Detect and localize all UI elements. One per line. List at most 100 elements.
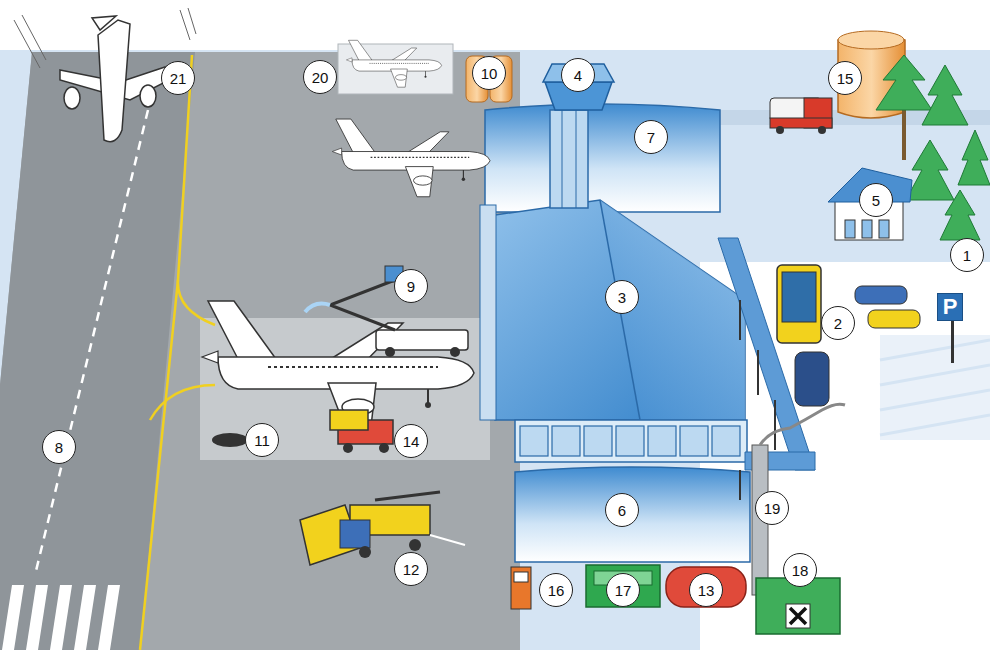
- control-tower-part: [550, 110, 588, 208]
- landing-plane-part: [140, 85, 156, 107]
- ground-vehicles-part: [359, 546, 371, 558]
- ground-vehicles-part: [343, 443, 353, 453]
- ground-vehicles-part: [409, 539, 421, 551]
- ground-part: [880, 335, 990, 440]
- landing-plane-part-part: [188, 8, 196, 34]
- walkway-part-part: [739, 470, 741, 500]
- callout-number: 9: [394, 269, 428, 303]
- terminal-buildings-part-part: [712, 426, 740, 456]
- chimney-and-utilities-part: [786, 604, 810, 628]
- trees-part: [940, 190, 980, 240]
- landing-plane-part: [14, 8, 196, 68]
- tarmac-part: [35, 110, 148, 575]
- bus-and-cars-part: [782, 272, 816, 322]
- aircraft-part-part: [346, 40, 441, 87]
- ground-vehicles: [212, 266, 468, 565]
- small-house: [828, 168, 912, 240]
- tarmac-part-part: [150, 385, 215, 420]
- callout-number: 13: [689, 573, 723, 607]
- walkway-part-part: [774, 400, 776, 450]
- callout-number: 3: [605, 280, 639, 314]
- callout-number: 7: [634, 120, 668, 154]
- ground-vehicles-part: [450, 347, 460, 357]
- ground-part-part: [880, 415, 990, 435]
- bus-and-cars-part: [951, 318, 954, 363]
- ground-vehicles-part: [430, 535, 465, 545]
- bus-and-cars-part: [795, 352, 829, 406]
- ground-part-part: [880, 340, 990, 360]
- terminal-buildings-part-part: [680, 426, 708, 456]
- ground-part: [880, 340, 990, 435]
- chimney-and-utilities-part: [514, 572, 528, 582]
- terminal-buildings-part: [485, 104, 720, 212]
- fuel-truck: [770, 98, 832, 134]
- landing-plane-part-part: [14, 20, 40, 68]
- fuel-tanks: [466, 31, 905, 118]
- tarmac-part-part: [140, 280, 178, 650]
- callout-number: 20: [303, 60, 337, 94]
- fuel-tanks-part: [838, 31, 904, 49]
- tarmac-part: [2, 585, 120, 650]
- bus-and-cars-part: [777, 265, 821, 343]
- aircraft-part: [202, 301, 474, 435]
- landing-plane-part: [64, 87, 80, 109]
- tarmac-part-part: [26, 585, 48, 650]
- callout-number: 10: [472, 56, 506, 90]
- terminal-buildings-part-part: [648, 426, 676, 456]
- aircraft: [14, 8, 490, 435]
- ground-vehicles-part: [330, 280, 395, 330]
- terminal-buildings-part-part: [552, 426, 580, 456]
- trees-part: [876, 55, 932, 110]
- callout-number: 8: [42, 430, 76, 464]
- landing-plane: [14, 8, 196, 142]
- ground-vehicles-part: [305, 304, 330, 312]
- chimney-and-utilities-part: [511, 567, 531, 609]
- callout-number: 6: [605, 493, 639, 527]
- ground-vehicles-part: [330, 410, 368, 430]
- callout-number: 18: [783, 553, 817, 587]
- callout-number: 19: [755, 491, 789, 525]
- ground-vehicles-part: [385, 347, 395, 357]
- tarmac-part: [0, 52, 520, 650]
- bus-and-cars: [777, 265, 954, 406]
- walkway-part-part: [739, 300, 741, 340]
- small-house-part-part: [845, 220, 855, 238]
- ground-vehicles-part: [375, 492, 440, 500]
- terminal-buildings: [480, 104, 750, 562]
- tarmac-part-part: [74, 585, 96, 650]
- ground-vehicles-part: [212, 433, 248, 447]
- callout-number: 11: [245, 423, 279, 457]
- trees-part: [922, 65, 968, 125]
- small-house-part: [845, 220, 889, 238]
- ground-part-part: [880, 390, 990, 410]
- callout-number: 14: [394, 424, 428, 458]
- terminal-buildings-part: [600, 200, 745, 420]
- terminal-buildings-part: [515, 467, 750, 562]
- callout-number: 16: [539, 573, 573, 607]
- terminal-buildings-part: [515, 420, 747, 462]
- trees-part: [958, 130, 990, 185]
- terminal-buildings-part: [520, 426, 740, 456]
- terminal-buildings-part: [480, 205, 496, 420]
- ground-part: [0, 50, 990, 650]
- tarmac-part-part: [50, 585, 72, 650]
- ground-part-part: [880, 365, 990, 385]
- tarmac-part-part: [98, 585, 120, 650]
- terminal-buildings-part-part: [616, 426, 644, 456]
- landing-plane-part-part: [22, 15, 46, 60]
- chimney-and-utilities-part: [586, 565, 660, 607]
- terminal-buildings-part-part: [520, 426, 548, 456]
- callout-number: 15: [828, 61, 862, 95]
- terminal-buildings-part: [600, 200, 640, 420]
- chimney-and-utilities: [511, 404, 845, 634]
- landing-plane-part-part: [180, 10, 190, 40]
- callout-number: 1: [950, 238, 984, 272]
- callout-number: 21: [161, 61, 195, 95]
- ground: [0, 50, 990, 650]
- bus-and-cars-part: [868, 310, 920, 328]
- ground-vehicles-part: [379, 443, 389, 453]
- control-tower-part: [562, 110, 563, 208]
- fuel-truck-part: [776, 126, 784, 134]
- bus-and-cars-part: [855, 286, 907, 304]
